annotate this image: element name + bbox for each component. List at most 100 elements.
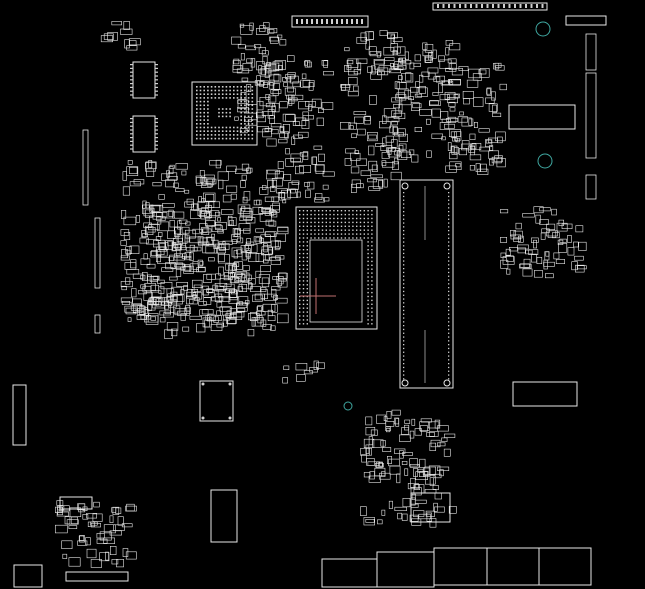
memory-module-left-b[interactable] <box>130 115 158 153</box>
pad <box>414 54 421 62</box>
pad <box>237 44 246 49</box>
pad <box>251 123 254 125</box>
pad <box>269 36 279 42</box>
pad <box>299 319 301 321</box>
pad <box>398 65 407 70</box>
pad <box>282 113 295 122</box>
pad <box>448 63 457 70</box>
memory-module-left-a[interactable] <box>130 61 158 99</box>
pad <box>77 540 88 546</box>
pad <box>236 126 239 129</box>
pad <box>344 225 346 227</box>
pad <box>402 451 413 456</box>
pad <box>169 220 175 228</box>
pad <box>236 303 248 308</box>
pad <box>277 278 288 288</box>
pad <box>196 137 198 140</box>
pad <box>305 189 311 198</box>
pad <box>448 328 450 331</box>
pad <box>356 225 358 227</box>
pad <box>279 126 285 133</box>
pad <box>163 311 174 318</box>
pad <box>410 487 422 496</box>
pad <box>203 130 205 132</box>
pad <box>202 228 212 233</box>
pad <box>448 505 457 514</box>
pad <box>218 254 230 264</box>
pad <box>232 228 238 238</box>
pad <box>270 325 276 331</box>
cpu-socket[interactable] <box>295 206 378 330</box>
qfn-chip-middle[interactable] <box>199 380 234 422</box>
pad <box>345 148 356 154</box>
pad <box>448 230 450 232</box>
pad <box>353 111 367 115</box>
pad <box>422 50 432 57</box>
pad <box>289 75 299 84</box>
pad <box>367 221 369 224</box>
pad <box>299 237 301 239</box>
pad <box>256 199 262 206</box>
pad <box>260 234 271 243</box>
pad <box>292 81 301 88</box>
pad <box>287 86 295 93</box>
pad <box>453 94 459 99</box>
pad <box>340 229 343 231</box>
pad <box>176 234 183 242</box>
pad <box>408 96 415 100</box>
pad <box>419 421 430 431</box>
pad <box>159 243 166 250</box>
pad <box>193 203 199 211</box>
pad <box>302 303 305 305</box>
pad <box>371 288 373 290</box>
pad <box>61 540 73 549</box>
pad <box>399 57 406 63</box>
pad <box>347 58 359 68</box>
dimm-slot[interactable] <box>399 179 454 389</box>
pad <box>185 229 196 239</box>
pad <box>153 297 165 305</box>
right-edge-connectors[interactable] <box>508 33 597 200</box>
pad <box>469 154 482 161</box>
pad <box>130 133 133 135</box>
left-side-connector[interactable] <box>12 384 129 588</box>
pad <box>176 248 181 256</box>
pad <box>448 370 450 372</box>
pad <box>124 262 137 270</box>
pad <box>448 309 450 312</box>
pad <box>402 497 411 508</box>
pad <box>179 219 188 224</box>
pad <box>301 120 310 129</box>
pad <box>231 36 242 45</box>
pad <box>96 538 108 544</box>
pad <box>475 163 481 172</box>
pad <box>371 241 373 243</box>
pad <box>303 370 313 375</box>
pad <box>299 152 308 157</box>
pad <box>431 108 441 118</box>
left-edge-header[interactable] <box>82 129 101 334</box>
pad <box>199 108 202 110</box>
pad <box>125 249 131 255</box>
pad <box>203 126 205 129</box>
pad <box>422 471 429 476</box>
edge-connector-top[interactable] <box>291 2 607 28</box>
pad <box>318 221 320 224</box>
pad <box>147 276 159 281</box>
pad <box>155 118 158 120</box>
pad <box>183 285 188 291</box>
pad <box>286 55 295 63</box>
pad <box>448 4 450 8</box>
bga-north-bridge[interactable] <box>191 81 258 146</box>
pad <box>130 79 133 81</box>
pad <box>533 270 543 278</box>
pad <box>448 366 450 369</box>
pad <box>262 208 273 214</box>
pad <box>272 180 277 188</box>
io-connector-bank[interactable] <box>376 547 592 588</box>
pad <box>377 519 383 525</box>
pad <box>184 252 192 259</box>
pad <box>448 226 450 228</box>
pad <box>409 430 415 439</box>
pad <box>360 170 371 176</box>
